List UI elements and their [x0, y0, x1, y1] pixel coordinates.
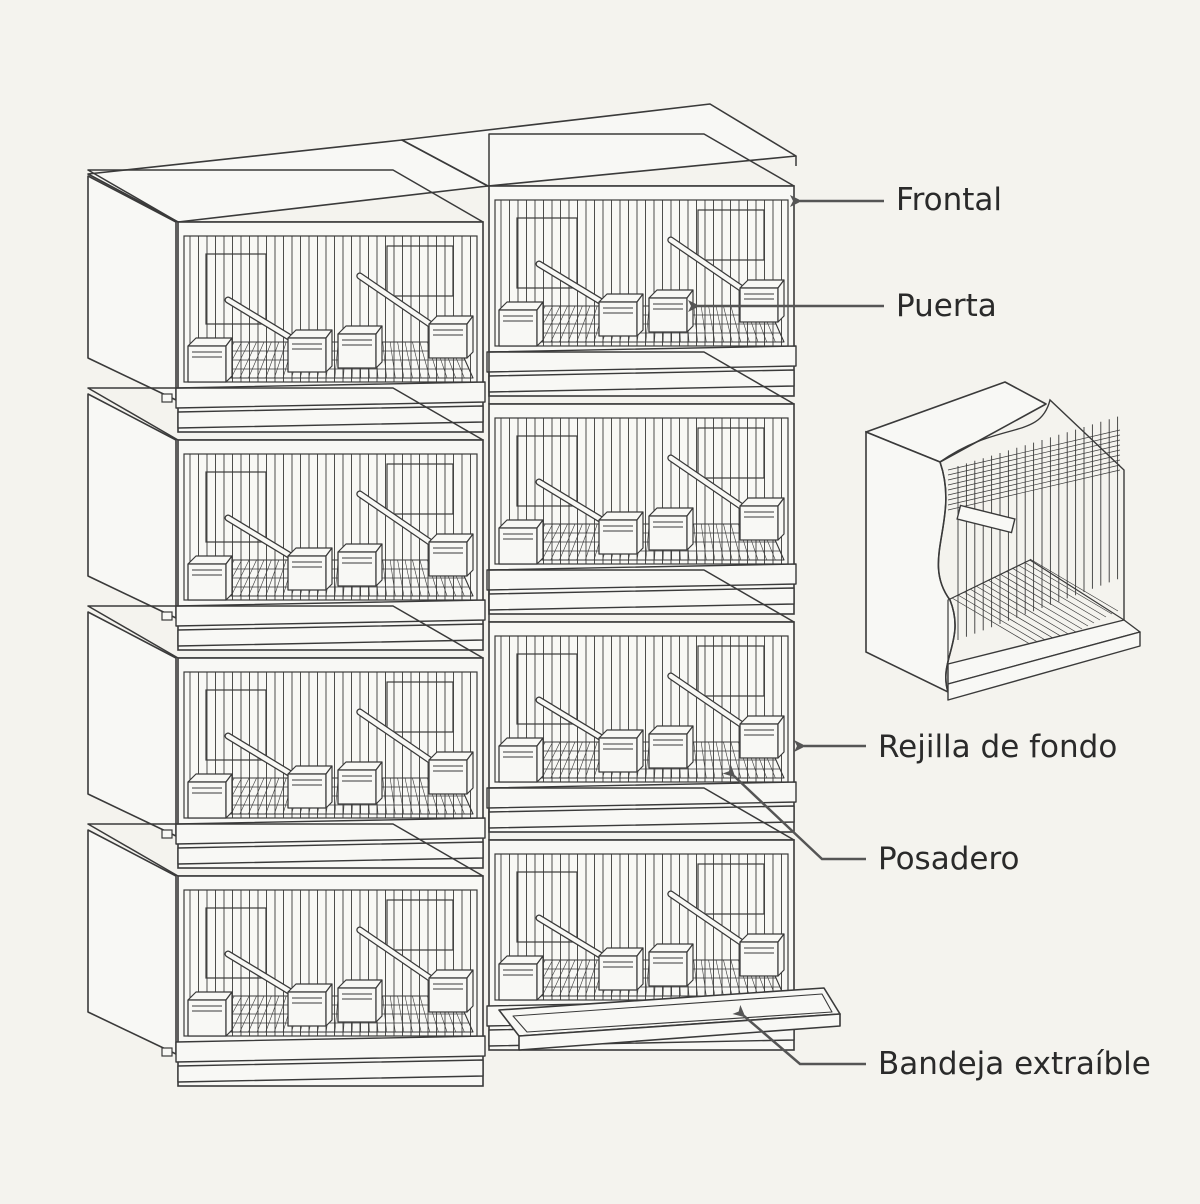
feeder-cup [429, 970, 473, 1012]
feeder-cup [599, 730, 643, 772]
feeder-cup [288, 984, 332, 1026]
feeder-cup [740, 280, 784, 322]
callout-label-frontal: Frontal [896, 182, 1002, 218]
feeder-cup [649, 508, 693, 550]
feeder-cup [499, 738, 543, 782]
inset-side-panel [866, 432, 955, 692]
feeder-cup [338, 980, 382, 1022]
inset-bars [948, 417, 1120, 640]
callout-frontal: Frontal [800, 182, 1002, 218]
feeder-cup [499, 520, 543, 564]
feeder-cup [288, 766, 332, 808]
feeder-cup [740, 498, 784, 540]
feeder-cup [338, 326, 382, 368]
foot [162, 394, 172, 402]
detail-cage-inset [866, 382, 1140, 700]
callout-label-bandeja: Bandeja extraíble [878, 1046, 1151, 1082]
callout-rejilla: Rejilla de fondo [804, 729, 1117, 765]
foot [162, 830, 172, 838]
feeder-cup [649, 944, 693, 986]
feeder-cup [499, 302, 543, 346]
side-panel [88, 830, 176, 1054]
feeder-cup [599, 294, 643, 336]
side-panel [88, 612, 176, 836]
feeder-cup [599, 948, 643, 990]
feeder-cup [429, 752, 473, 794]
foot [162, 612, 172, 620]
feeder-cup [429, 534, 473, 576]
feeder-cup [429, 316, 473, 358]
feeder-cup [740, 934, 784, 976]
feeder-cup [338, 762, 382, 804]
feeder-cup [188, 556, 232, 600]
inset-perch [957, 505, 1015, 532]
foot [162, 1048, 172, 1056]
callout-label-posadero: Posadero [878, 841, 1019, 877]
feeder-cup [599, 512, 643, 554]
side-panel [88, 394, 176, 618]
feeder-cup [649, 290, 693, 332]
feeder-cup [188, 992, 232, 1036]
feeder-cup [740, 716, 784, 758]
cage-stack [88, 104, 840, 1086]
callout-label-rejilla: Rejilla de fondo [878, 729, 1117, 765]
feeder-cup [338, 544, 382, 586]
feeder-cup [649, 726, 693, 768]
feeder-cup [499, 956, 543, 1000]
feeder-cup [188, 338, 232, 382]
feeder-cup [188, 774, 232, 818]
feeder-cup [288, 330, 332, 372]
feeder-cup [288, 548, 332, 590]
callout-label-puerta: Puerta [896, 288, 997, 324]
